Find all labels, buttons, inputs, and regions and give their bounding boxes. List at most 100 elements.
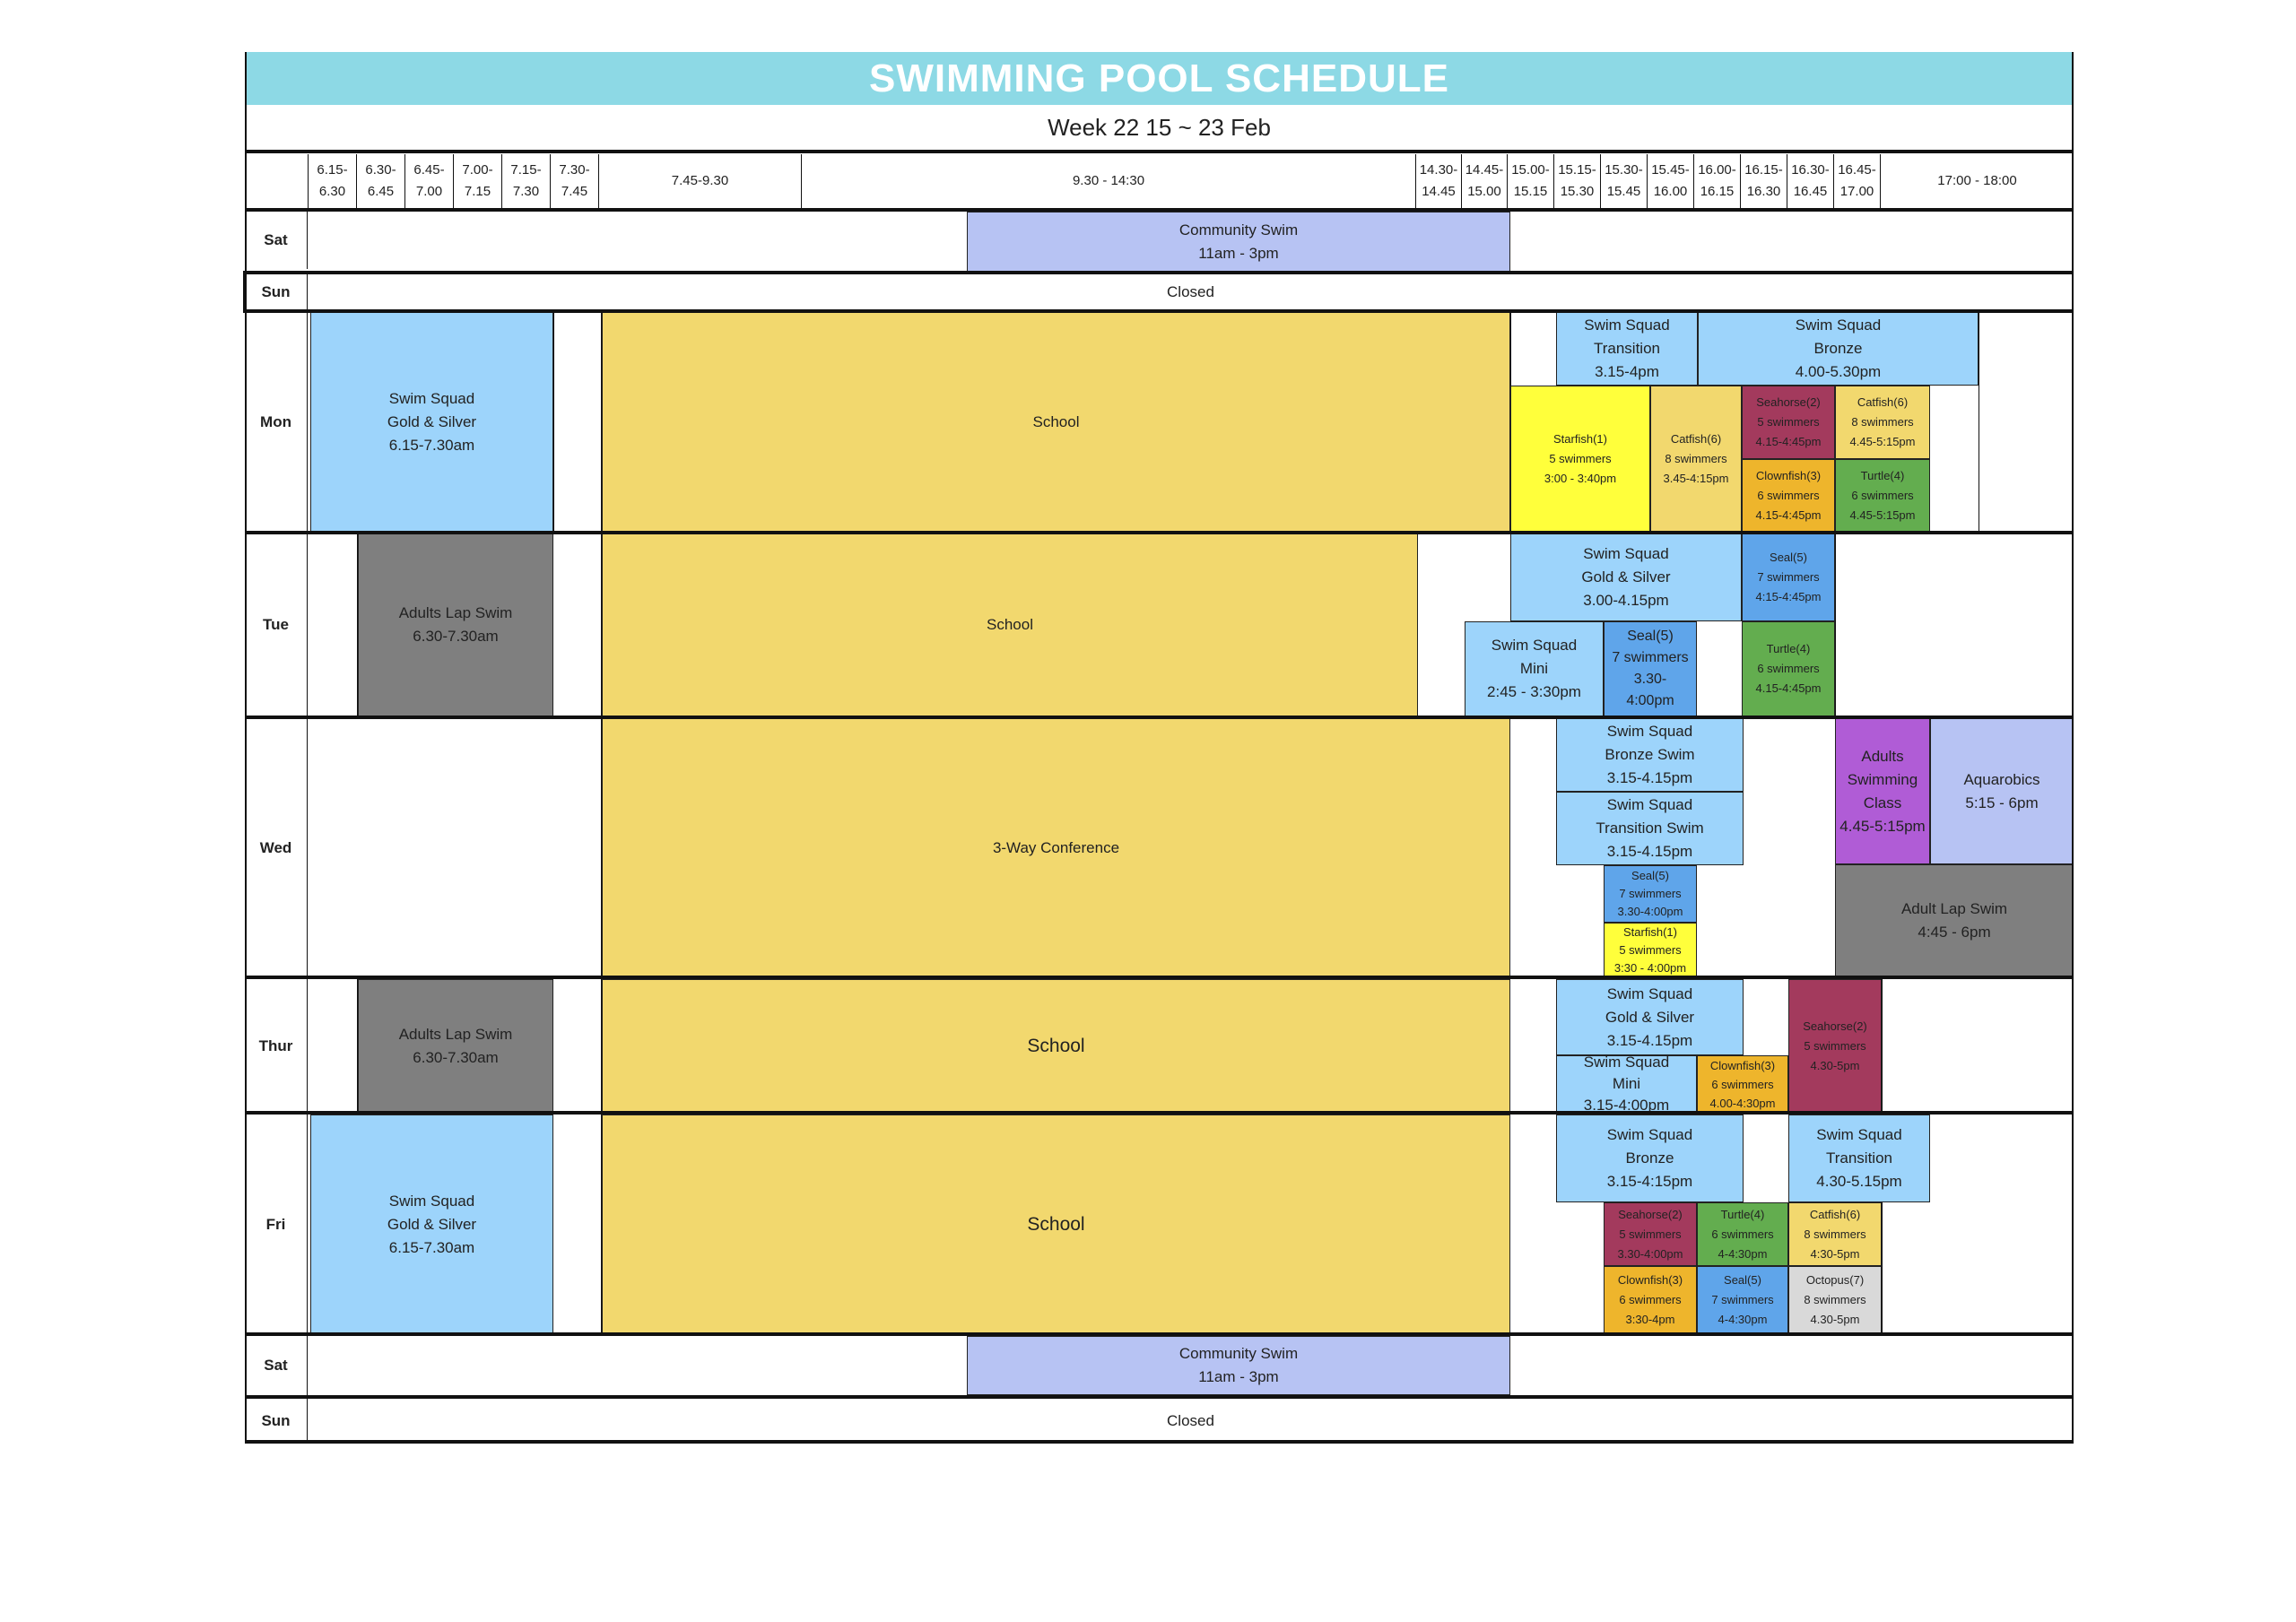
swim-squad-block: Swim Squad Mini 2:45 - 3:30pm [1465,621,1604,716]
class-block-clownfish: Clownfish(3) 6 swimmers 4.15-4:45pm [1742,459,1835,532]
day-label-sun: Sun [245,1399,308,1444]
school-block: School [602,979,1510,1113]
adult-lap-swim-block: Adult Lap Swim 4:45 - 6pm [1835,864,2074,977]
column-divider [601,979,602,1113]
class-block-clownfish: Clownfish(3) 6 swimmers 3:30-4pm [1604,1266,1697,1334]
adults-lap-swim-block: Adults Lap Swim 6.30-7.30am [358,533,553,716]
time-header: 16.00- 16.15 [1693,154,1740,208]
adults-swimming-class-block: Adults Swimming Class 4.45-5:15pm [1835,718,1930,864]
time-header: 15.45- 16.00 [1647,154,1693,208]
class-block-catfish: Catfish(6) 8 swimmers 3.45-4:15pm [1650,386,1742,532]
column-divider [357,979,358,1113]
column-divider [1882,979,1883,1113]
class-block-catfish: Catfish(6) 8 swimmers 4:30-5pm [1788,1202,1882,1266]
closed-label: Closed [1167,1412,1214,1429]
table-border-left [245,52,247,1444]
row-divider [245,1395,2074,1399]
school-block: School [602,533,1418,716]
sun-row-border [243,271,247,313]
class-block-seal: Seal(5) 7 swimmers 4:15-4:45pm [1742,533,1835,621]
class-block-seahorse: Seahorse(2) 5 swimmers 4.30-5pm [1788,979,1882,1113]
closed-label: Closed [1167,283,1214,300]
conference-block: 3-Way Conference [602,718,1510,977]
column-divider [357,533,358,716]
day-label-sat: Sat [245,1336,308,1395]
time-header: 16.15- 16.30 [1740,154,1787,208]
swim-squad-block: Swim Squad Gold & Silver 6.15-7.30am [310,1115,553,1334]
class-block-turtle: Turtle(4) 6 swimmers 4.45-5:15pm [1835,459,1930,532]
column-divider [601,1115,602,1334]
column-divider [1510,312,1511,386]
day-label-sun: Sun [245,274,308,310]
swim-squad-block: Swim Squad Transition 4.30-5.15pm [1788,1115,1930,1202]
column-divider [553,312,554,532]
day-label-mon: Mon [245,312,308,532]
swim-squad-block: Swim Squad Transition 3.15-4pm [1556,312,1698,386]
swim-squad-block: Swim Squad Transition Swim 3.15-4.15pm [1556,792,1744,865]
class-block-clownfish: Clownfish(3) 6 swimmers 4.00-4:30pm [1697,1055,1788,1113]
class-block-turtle: Turtle(4) 6 swimmers 4-4:30pm [1697,1202,1788,1266]
schedule-title: SWIMMING POOL SCHEDULE [245,52,2074,105]
column-divider [1835,533,1836,716]
row-divider [245,1332,2074,1336]
column-divider [601,718,602,977]
time-header: 16.30- 16.45 [1787,154,1833,208]
time-header: 7.00- 7.15 [453,154,501,208]
swim-squad-block: Swim Squad Gold & Silver 3.00-4.15pm [1510,533,1742,621]
table-border-right [2072,52,2074,1444]
swim-squad-block: Swim Squad Bronze Swim 3.15-4.15pm [1556,718,1744,792]
time-header: 15.30- 15.45 [1600,154,1647,208]
community-swim-block: Community Swim 11am - 3pm [967,212,1510,273]
class-block-octopus: Octopus(7) 8 swimmers 4.30-5pm [1788,1266,1882,1334]
time-header: 14.30- 14.45 [1415,154,1461,208]
day-label-fri: Fri [245,1115,308,1334]
swim-squad-block: Swim Squad Bronze 4.00-5.30pm [1698,312,1979,386]
day-label-thur: Thur [245,979,308,1113]
swim-squad-block: Swim Squad Bronze 3.15-4:15pm [1556,1115,1744,1202]
row-divider [245,208,2074,212]
class-block-seal: Seal(5) 7 swimmers 3.30- 4:00pm [1604,621,1697,716]
column-divider [601,312,602,532]
column-divider [601,533,602,716]
time-header: 15.15- 15.30 [1553,154,1600,208]
row-divider [245,531,2074,534]
time-header: 7.45-9.30 [598,154,801,208]
time-header: 17:00 - 18:00 [1880,154,2074,208]
row-divider [245,976,2074,979]
adults-lap-swim-block: Adults Lap Swim 6.30-7.30am [358,979,553,1113]
row-divider [245,1111,2074,1115]
day-label-tue: Tue [245,533,308,716]
time-header: 6.30- 6.45 [356,154,404,208]
swim-squad-block: Swim Squad Gold & Silver 6.15-7.30am [310,312,553,532]
class-block-seahorse: Seahorse(2) 5 swimmers 3.30-4:00pm [1604,1202,1697,1266]
row-divider [245,1440,2074,1444]
row-divider [245,716,2074,719]
class-block-turtle: Turtle(4) 6 swimmers 4.15-4:45pm [1742,621,1835,716]
time-header: 15.00- 15.15 [1507,154,1553,208]
row-divider [245,309,2074,313]
time-header: 16.45- 17.00 [1833,154,1880,208]
class-block-starfish: Starfish(1) 5 swimmers 3:00 - 3:40pm [1510,386,1650,532]
row-divider [245,150,2074,153]
school-block: School [602,312,1510,532]
swim-squad-block: Swim Squad Mini 3.15-4:00pm [1556,1055,1697,1113]
time-header: 7.15- 7.30 [501,154,550,208]
time-header: 6.45- 7.00 [404,154,453,208]
school-block: School [602,1115,1510,1334]
time-header: 9.30 - 14:30 [801,154,1415,208]
class-block-seal: Seal(5) 7 swimmers 3.30-4:00pm [1604,865,1697,923]
class-block-seahorse: Seahorse(2) 5 swimmers 4.15-4:45pm [1742,386,1835,459]
day-label-wed: Wed [245,718,308,977]
class-block-seal: Seal(5) 7 swimmers 4-4:30pm [1697,1266,1788,1334]
week-range: Week 22 15 ~ 23 Feb [1048,113,1271,141]
community-swim-block: Community Swim 11am - 3pm [967,1336,1510,1395]
time-header: 6.15- 6.30 [308,154,356,208]
swim-squad-block: Swim Squad Gold & Silver 3.15-4.15pm [1556,979,1744,1055]
time-header: 7.30- 7.45 [550,154,598,208]
row-divider [245,271,2074,274]
day-label-sat: Sat [245,212,308,269]
class-block-catfish: Catfish(6) 8 swimmers 4.45-5:15pm [1835,386,1930,459]
class-block-starfish: Starfish(1) 5 swimmers 3:30 - 4:00pm [1604,923,1697,977]
aquarobics-block: Aquarobics 5:15 - 6pm [1930,718,2074,864]
